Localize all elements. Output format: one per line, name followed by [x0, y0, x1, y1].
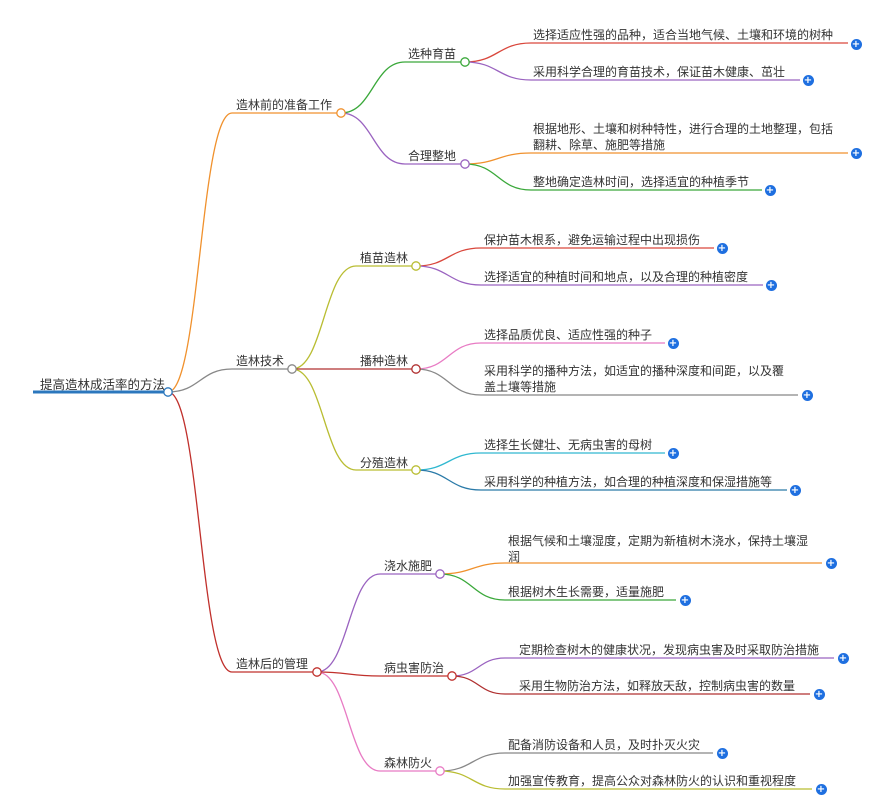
expand-fire-1-plus-circle-icon[interactable]: + [815, 783, 827, 795]
expand-select-1-plus-circle-icon[interactable]: + [802, 74, 814, 86]
collapse-dot-sowing[interactable] [411, 364, 421, 374]
edge-select-leaf-1 [464, 61, 532, 81]
collapse-dot-fire[interactable] [435, 766, 445, 776]
expand-division-0-plus-circle-icon[interactable]: + [667, 447, 679, 459]
edge-pest-leaf-1 [451, 675, 506, 695]
expand-land-1-plus-circle-icon[interactable]: + [764, 184, 776, 196]
leaf-label-land-1: 整地确定造林时间，选择适宜的种植季节 [533, 175, 750, 189]
expand-division-1-plus-circle-icon[interactable]: + [789, 484, 801, 496]
collapse-dot-seedling[interactable] [411, 261, 421, 271]
edge-water-leaf-0 [439, 562, 506, 575]
child-label-fire: 森林防火 [384, 756, 433, 770]
edge-division-leaf-0 [415, 452, 482, 471]
expand-sowing-0-plus-circle-icon[interactable]: + [667, 337, 679, 349]
collapse-dot-division[interactable] [411, 465, 421, 475]
leaf-label-fire-0: 配备消防设备和人员，及时扑灭火灾 [508, 738, 701, 752]
edge-land-leaf-1 [464, 163, 532, 191]
branch-label-manage: 造林后的管理 [236, 657, 309, 671]
edge-sowing-leaf-0 [415, 342, 482, 370]
edge-manage-pest [316, 671, 381, 677]
expand-select-0-plus-circle-icon[interactable]: + [850, 38, 862, 50]
expand-pest-1-plus-circle-icon[interactable]: + [813, 688, 825, 700]
collapse-dot-manage[interactable] [312, 667, 322, 677]
edge-root-tech [167, 368, 233, 393]
edge-fire-leaf-1 [439, 770, 506, 790]
edge-root-prep [167, 112, 233, 393]
leaf-label-seedling-0: 保护苗木根系，避免运输过程中出现损伤 [484, 233, 701, 247]
edge-division-leaf-1 [415, 469, 482, 491]
leaf-label-pest-1: 采用生物防治方法，如释放天敌，控制病虫害的数量 [519, 679, 796, 693]
leaf-label-sowing-0: 选择品质优良、适应性强的种子 [484, 328, 653, 342]
expand-land-0-plus-circle-icon[interactable]: + [850, 147, 862, 159]
edge-pest-leaf-0 [451, 657, 506, 677]
leaf-label-water-1: 根据树木生长需要，适量施肥 [508, 585, 665, 599]
child-label-seedling: 植苗造林 [360, 251, 409, 265]
edge-prep-select [340, 61, 406, 114]
mindmap-edges [33, 42, 848, 790]
leaf-label-seedling-1: 选择适宜的种植时间和地点，以及合理的种植密度 [484, 270, 749, 284]
edge-prep-land [340, 112, 406, 165]
edge-select-leaf-0 [464, 42, 532, 63]
leaf-label-land-0: 根据地形、土壤和树种特性，进行合理的土地整理，包括翻耕、除草、施肥等措施 [533, 122, 834, 152]
collapse-dot-select[interactable] [460, 57, 470, 67]
expand-fire-0-plus-circle-icon[interactable]: + [716, 747, 728, 759]
expand-sowing-1-plus-circle-icon[interactable]: + [801, 389, 813, 401]
edge-seedling-leaf-1 [415, 265, 482, 286]
expand-seedling-0-plus-circle-icon[interactable]: + [716, 242, 728, 254]
edge-tech-seedling [291, 265, 357, 370]
child-label-division: 分殖造林 [360, 456, 409, 470]
collapse-dot-tech[interactable] [287, 364, 297, 374]
edge-fire-leaf-0 [439, 752, 506, 772]
leaf-label-select-1: 采用科学合理的育苗技术，保证苗木健康、茁壮 [533, 65, 786, 79]
collapse-dot-pest[interactable] [447, 671, 457, 681]
leaf-label-select-0: 选择适应性强的品种，适合当地气候、土壤和环境的树种 [533, 28, 834, 42]
leaf-label-division-1: 采用科学的种植方法，如合理的种植深度和保湿措施等 [484, 475, 773, 489]
collapse-dot-land[interactable] [460, 159, 470, 169]
child-label-sowing: 播种造林 [360, 354, 409, 368]
edge-manage-water [316, 573, 381, 673]
child-label-land: 合理整地 [408, 149, 457, 163]
edge-land-leaf-0 [464, 152, 532, 165]
child-label-water: 浇水施肥 [384, 559, 433, 573]
collapse-dot-prep[interactable] [336, 108, 346, 118]
edge-manage-fire [316, 671, 381, 772]
leaf-label-fire-1: 加强宣传教育，提高公众对森林防火的认识和重视程度 [508, 774, 797, 788]
edge-sowing-leaf-1 [415, 368, 482, 396]
collapse-dot-water[interactable] [435, 569, 445, 579]
branch-label-prep: 造林前的准备工作 [236, 98, 333, 112]
child-label-select: 选种育苗 [408, 47, 457, 61]
expand-seedling-1-plus-circle-icon[interactable]: + [765, 279, 777, 291]
leaf-label-sowing-1: 采用科学的播种方法，如适宜的播种深度和间距，以及覆盖土壤等措施 [484, 364, 785, 394]
leaf-label-water-0: 根据气候和土壤湿度，定期为新植树木浇水，保持土壤湿润 [508, 534, 809, 564]
edge-water-leaf-1 [439, 573, 506, 601]
collapse-dot-root[interactable] [163, 387, 173, 397]
expand-pest-0-plus-circle-icon[interactable]: + [837, 652, 849, 664]
child-label-pest: 病虫害防治 [384, 661, 445, 675]
expand-water-1-plus-circle-icon[interactable]: + [679, 594, 691, 606]
leaf-label-division-0: 选择生长健壮、无病虫害的母树 [484, 438, 653, 452]
branch-label-tech: 造林技术 [236, 354, 285, 368]
edge-tech-division [291, 368, 357, 471]
root-node-label: 提高造林成活率的方法 [40, 377, 166, 392]
leaf-label-pest-0: 定期检查树木的健康状况，发现病虫害及时采取防治措施 [519, 643, 820, 657]
edge-seedling-leaf-0 [415, 247, 482, 267]
edge-root-manage [167, 391, 233, 673]
expand-water-0-plus-circle-icon[interactable]: + [825, 557, 837, 569]
